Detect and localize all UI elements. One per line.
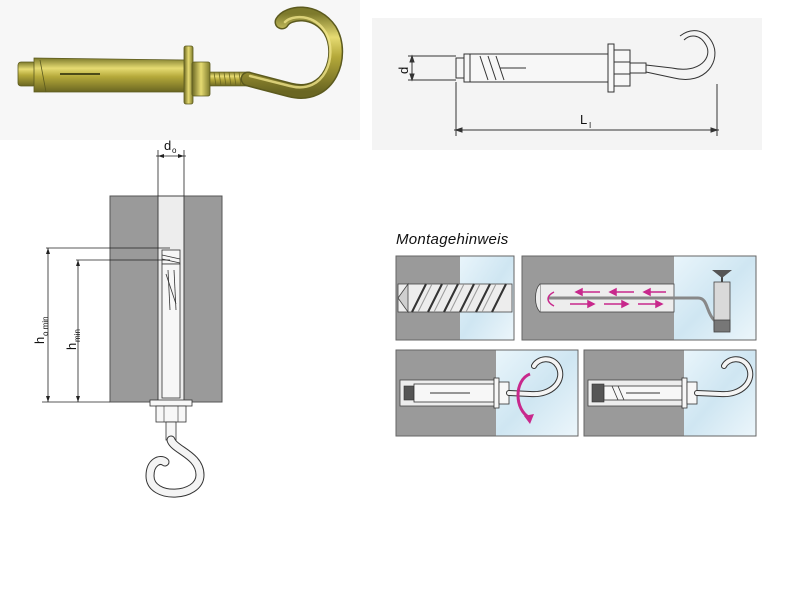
montage-step-tighten (395, 349, 579, 437)
rotate-arrow (516, 372, 531, 420)
dim-d-label: d (396, 67, 411, 74)
airflow-arrows (547, 287, 666, 309)
montage-step-done (583, 349, 757, 437)
dim-d0-sub: o (172, 146, 177, 155)
side-view-drawing (372, 18, 762, 150)
montage-step-drill (395, 255, 515, 341)
dim-length-sub: I (589, 121, 591, 130)
dim-h0min-label: h (32, 337, 47, 344)
dim-h0min-sub: o min (41, 316, 50, 336)
dim-d0-label: d (164, 138, 171, 153)
dim-length-label: L (580, 112, 587, 127)
drill-bit-spiral (411, 283, 507, 313)
dim-hmin-label: h (64, 343, 79, 350)
montage-title: Montagehinweis (396, 231, 509, 248)
section-drawing (42, 150, 223, 498)
dim-hmin-sub: min (73, 329, 82, 342)
anchor-photo (0, 0, 360, 140)
montage-step-clean (521, 255, 757, 341)
